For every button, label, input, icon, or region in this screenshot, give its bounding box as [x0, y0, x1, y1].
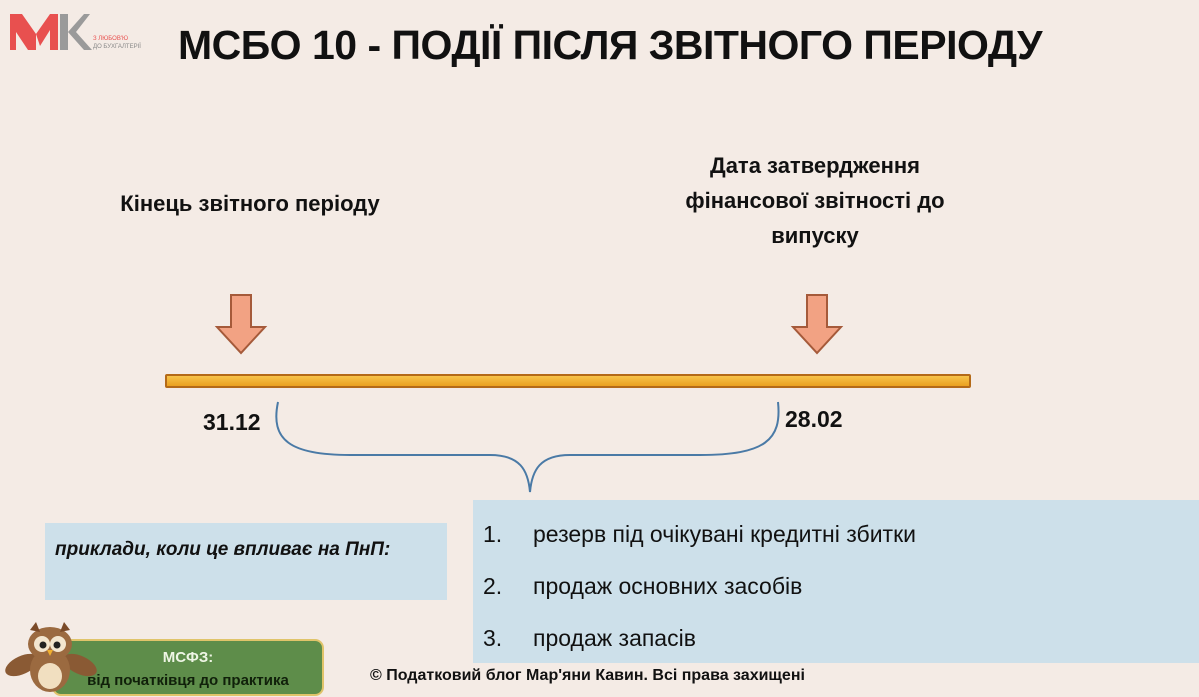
logo: З ЛЮБОВ'Ю ДО БУХГАЛТЕРІЇ	[10, 14, 141, 50]
svg-text:З ЛЮБОВ'Ю: З ЛЮБОВ'Ю	[93, 36, 128, 42]
period-end-label: Кінець звітного періоду	[120, 191, 380, 216]
examples-list: 1.резерв під очікувані кредитні збитки 2…	[473, 500, 1199, 663]
curly-brace	[275, 401, 780, 493]
down-arrow-icon	[790, 294, 844, 355]
list-item: 1.резерв під очікувані кредитні збитки	[483, 521, 916, 547]
timeline-bar	[165, 374, 971, 388]
list-item: 2.продаж основних засобів	[483, 573, 803, 599]
course-subtitle: від початківця до практика	[87, 672, 289, 689]
svg-text:ДО БУХГАЛТЕРІЇ: ДО БУХГАЛТЕРІЇ	[93, 43, 141, 50]
slide-title: МСБО 10 - ПОДІЇ ПІСЛЯ ЗВІТНОГО ПЕРІОДУ	[177, 22, 1043, 68]
course-title: МСФЗ:	[162, 649, 214, 666]
approval-date-label: Дата затвердження фінансової звітності д…	[685, 153, 945, 248]
owl-icon	[5, 622, 97, 692]
list-item: 3.продаж запасів	[483, 625, 696, 651]
end-date: 28.02	[785, 406, 843, 432]
down-arrow-icon	[214, 294, 268, 355]
course-badge: МСФЗ: від початківця до практика	[52, 639, 324, 696]
examples-label: приклади, коли це впливає на ПнП:	[45, 523, 447, 600]
start-date: 31.12	[203, 409, 261, 435]
copyright-footer: © Податковий блог Мар'яни Кавин. Всі пра…	[370, 667, 805, 684]
